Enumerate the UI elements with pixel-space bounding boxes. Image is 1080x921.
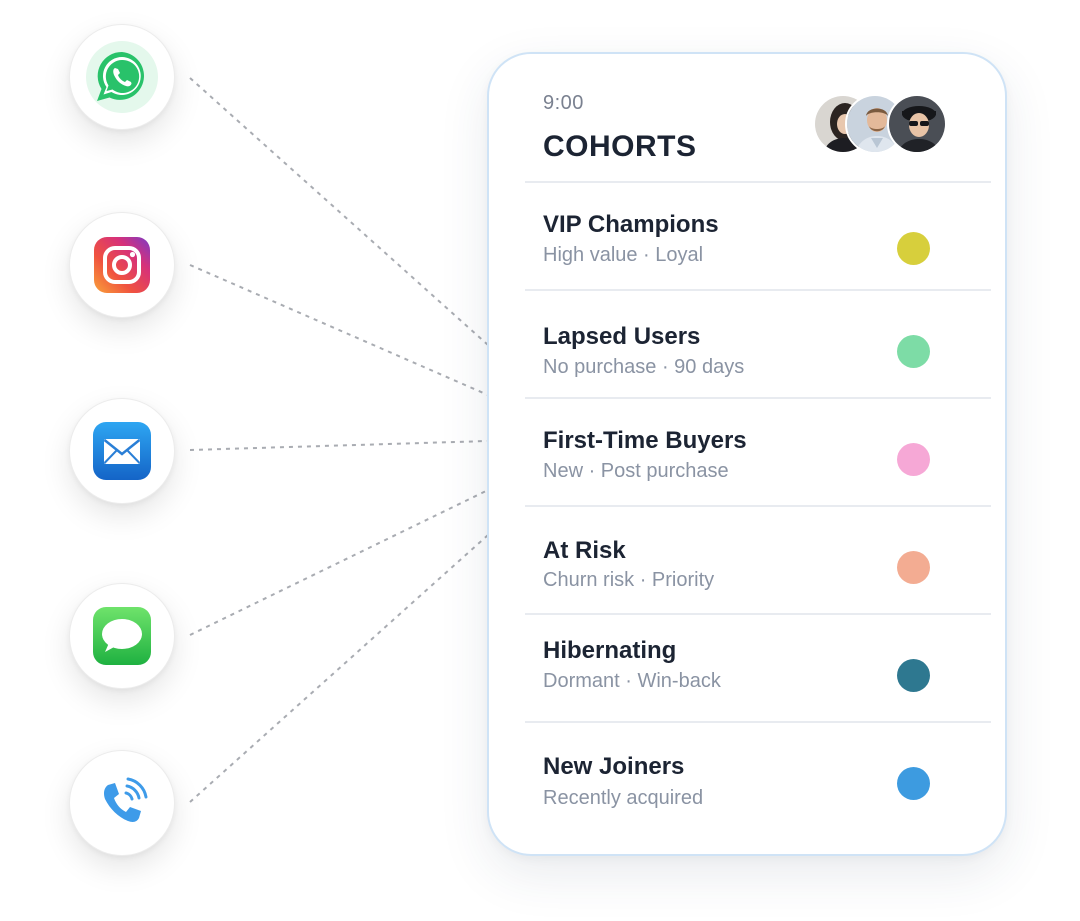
cohort-description: High value · Loyal: [543, 244, 704, 266]
phone-call-icon: [104, 777, 148, 822]
message-icon: [93, 607, 151, 665]
channel-voice[interactable]: [69, 750, 175, 856]
whatsapp-icon: [86, 41, 158, 113]
cohort-row-new-joiners[interactable]: New Joiners Recently acquired: [525, 721, 991, 829]
cohort-row-lapsed-users[interactable]: Lapsed Users No purchase · 90 days: [525, 289, 991, 397]
cohort-description: Churn risk · Priority: [543, 569, 715, 591]
cohort-row-hibernating[interactable]: Hibernating Dormant · Win-back: [525, 613, 991, 721]
cohort-color-dot: [897, 551, 930, 584]
connector-email: [189, 440, 489, 451]
cohort-row-vip-champions[interactable]: VIP Champions High value · Loyal: [525, 181, 991, 289]
cohort-color-dot: [897, 659, 930, 692]
connector-voice: [189, 534, 489, 803]
cohort-list: VIP Champions High value · Loyal Lapsed …: [525, 181, 991, 829]
cohort-name: Hibernating: [543, 637, 677, 664]
connector-whatsapp: [189, 77, 489, 346]
cohort-color-dot: [897, 232, 930, 265]
avatar-group: [813, 94, 953, 158]
cohort-name: New Joiners: [543, 753, 685, 780]
cohort-name: Lapsed Users: [543, 323, 701, 350]
channel-email[interactable]: [69, 398, 175, 504]
cohort-description: No purchase · 90 days: [543, 356, 745, 378]
instagram-icon: [94, 237, 150, 293]
cohort-color-dot: [897, 443, 930, 476]
cohort-row-at-risk[interactable]: At Risk Churn risk · Priority: [525, 505, 991, 613]
cohort-description: New · Post purchase: [543, 460, 729, 482]
page-title: COHORTS: [543, 130, 697, 163]
cohort-color-dot: [897, 767, 930, 800]
channel-sms[interactable]: [69, 583, 175, 689]
avatar-sunglasses-image: [889, 96, 945, 152]
connector-sms: [189, 489, 489, 636]
avatar[interactable]: [887, 94, 947, 154]
cohort-row-first-time-buyers[interactable]: First-Time Buyers New · Post purchase: [525, 397, 991, 505]
channel-whatsapp[interactable]: [69, 24, 175, 130]
channel-instagram[interactable]: [69, 212, 175, 318]
cohort-description: Recently acquired: [543, 787, 704, 809]
cohort-description: Dormant · Win-back: [543, 670, 721, 692]
phone-card: 9:00 COHORTS: [487, 52, 1007, 856]
cohort-color-dot: [897, 335, 930, 368]
cohort-name: At Risk: [543, 537, 626, 564]
mail-icon: [93, 422, 151, 480]
connector-instagram: [189, 264, 489, 396]
cohort-name: First-Time Buyers: [543, 427, 747, 454]
status-time: 9:00: [543, 92, 584, 114]
cohort-name: VIP Champions: [543, 211, 719, 238]
